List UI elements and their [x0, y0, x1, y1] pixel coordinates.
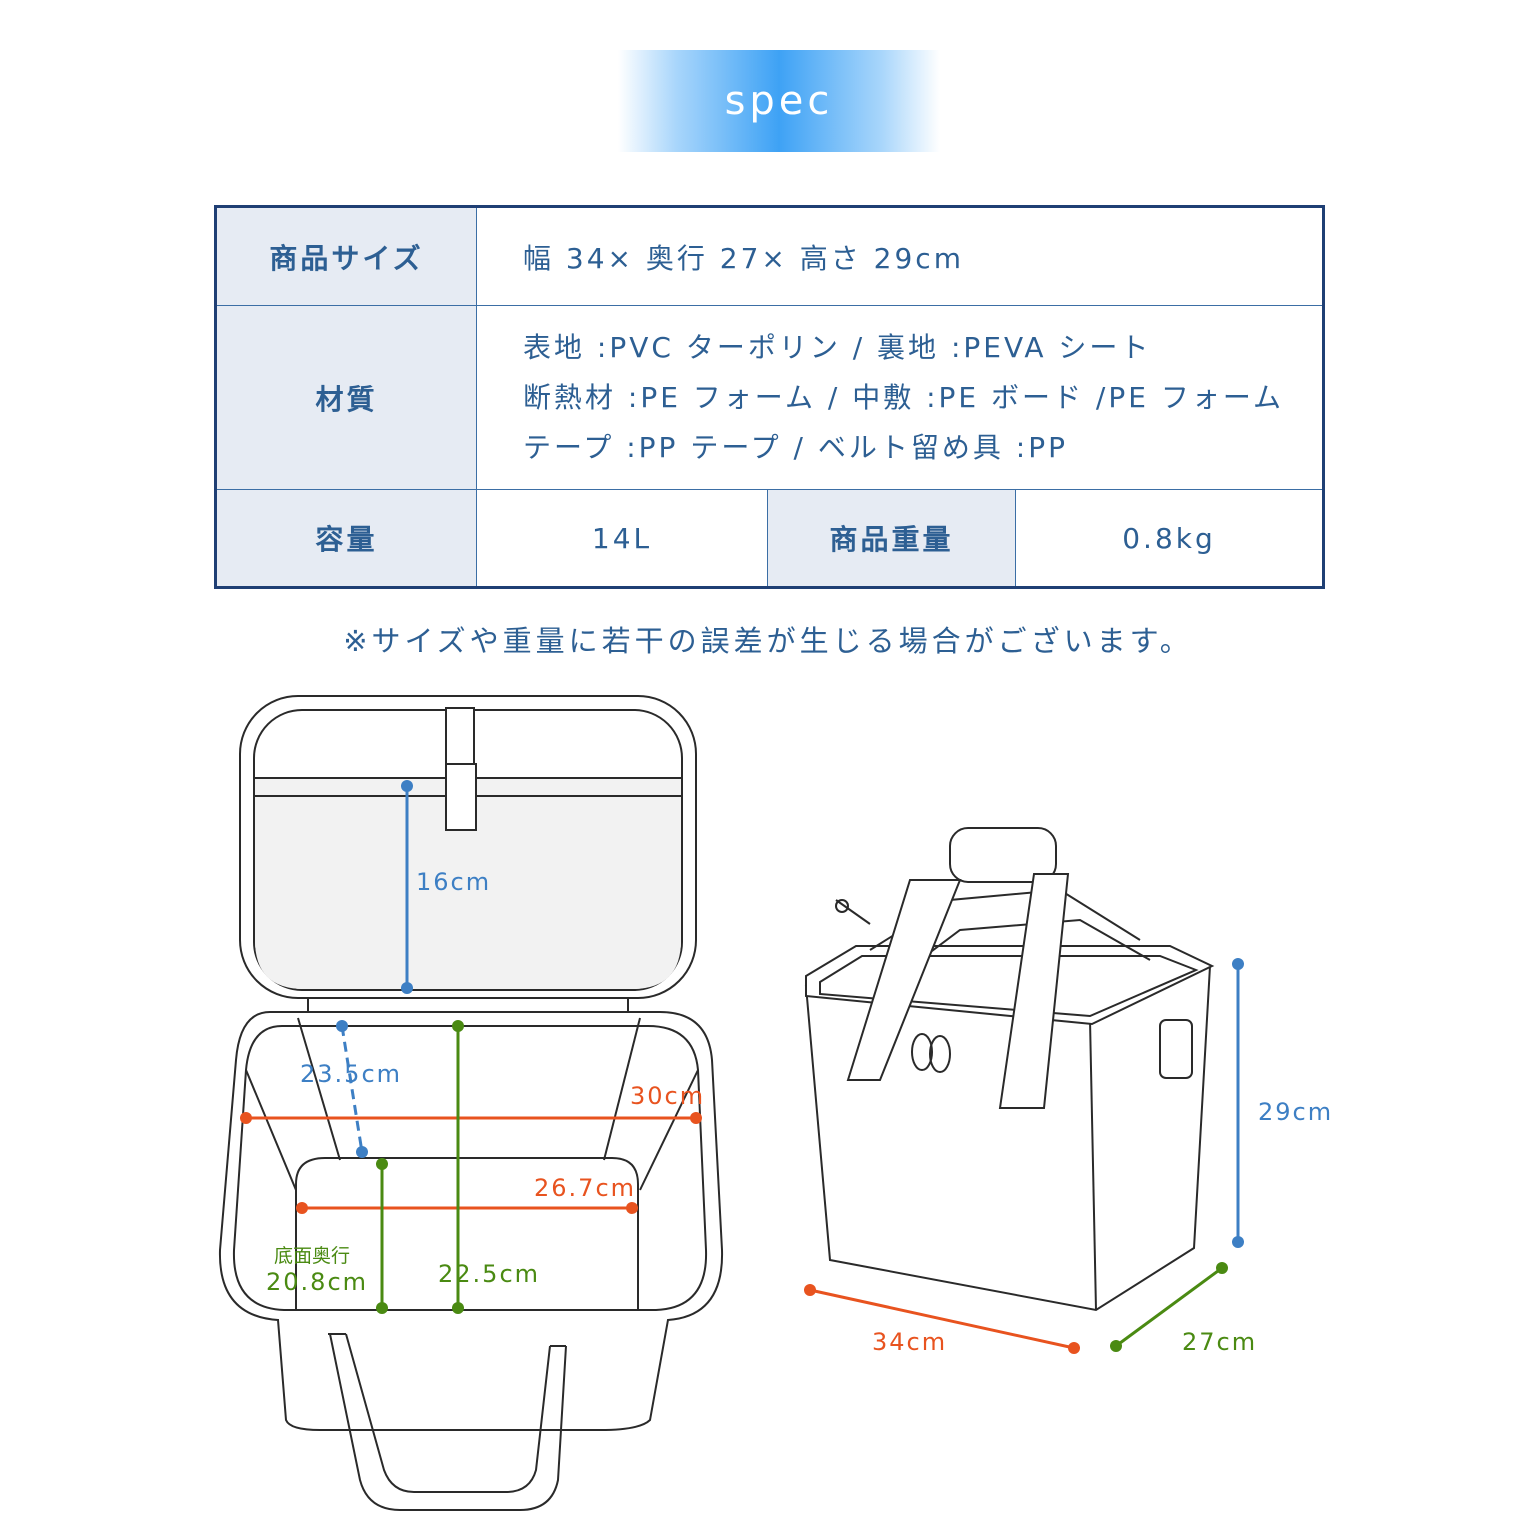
bag-inner-edge-left — [297, 1017, 341, 1161]
material-label: 材質 — [215, 305, 477, 490]
capacity-value: 14L — [476, 489, 768, 588]
dim-line-width — [809, 1288, 1075, 1350]
closed-bag-illustration — [804, 827, 1215, 1312]
spec-banner: spec — [618, 50, 940, 152]
dim-dot-top-width-end — [690, 1112, 702, 1124]
closed-bag-toggle — [835, 899, 871, 925]
label-bottom-depth-caption: 底面奥行 — [274, 1245, 350, 1267]
dim-dot-inner-height-start — [452, 1020, 464, 1032]
weight-label: 商品重量 — [767, 489, 1016, 588]
label-lid-depth: 16cm — [416, 868, 491, 896]
bag-body-inner — [232, 1025, 708, 1311]
dim-dot-top-width-start — [240, 1112, 252, 1124]
bag-lid-panel — [255, 778, 681, 989]
bag-inner-edge-right — [603, 1017, 641, 1161]
dim-dot-inner-height-end — [452, 1302, 464, 1314]
label-height: 29cm — [1258, 1098, 1333, 1126]
label-bottom-width: 26.7cm — [534, 1174, 636, 1202]
closed-bag-toggle-end — [835, 899, 849, 913]
spec-title: spec — [724, 78, 834, 124]
label-bottom-depth: 20.8cm — [266, 1268, 368, 1296]
dim-dot-width-end — [1068, 1342, 1080, 1354]
spec-table: 商品サイズ 幅 34× 奥行 27× 高さ 29cm 材質 表地 :PVC ター… — [214, 205, 1325, 589]
dim-dot-depth-end — [1216, 1262, 1228, 1274]
label-inner-height: 22.5cm — [438, 1260, 540, 1288]
disclaimer-note: ※サイズや重量に若干の誤差が生じる場合がございます。 — [343, 624, 1193, 658]
dim-dot-bottom-width-start — [296, 1202, 308, 1214]
label-top-width: 30cm — [630, 1082, 705, 1110]
material-line-2: 断熱材 :PE フォーム / 中敷 :PE ボード /PE フォーム — [523, 380, 1284, 414]
dim-dot-height-end — [1232, 1236, 1244, 1248]
weight-value: 0.8kg — [1015, 489, 1324, 588]
closed-bag-handle-right — [998, 873, 1070, 1109]
bag-corner-left — [245, 1069, 297, 1191]
material-line-3: テープ :PP テープ / ベルト留め具 :PP — [523, 430, 1068, 464]
dim-dot-inner-depth-start — [336, 1020, 348, 1032]
dim-line-inner-depth — [340, 1025, 364, 1153]
bag-floor — [295, 1157, 639, 1311]
closed-bag-handle-left — [846, 879, 962, 1081]
dim-dot-bottom-depth-start — [376, 1158, 388, 1170]
dim-dot-lid-depth-start — [401, 780, 413, 792]
dim-dot-bottom-width-end — [626, 1202, 638, 1214]
lid-buckle — [445, 763, 477, 831]
label-depth: 27cm — [1182, 1328, 1257, 1356]
dim-dot-width-start — [804, 1284, 816, 1296]
closed-bag-handle-pad — [949, 827, 1057, 883]
dim-dot-lid-depth-end — [401, 982, 413, 994]
bag-corner-right — [639, 1069, 699, 1191]
dim-line-depth — [1115, 1266, 1223, 1348]
size-value: 幅 34× 奥行 27× 高さ 29cm — [476, 206, 1324, 306]
zipper-pull-1-icon — [911, 1033, 933, 1071]
dim-dot-height-start — [1232, 958, 1244, 970]
lid-strap — [445, 707, 475, 765]
label-width: 34cm — [872, 1328, 947, 1356]
label-inner-depth: 23.5cm — [300, 1060, 402, 1088]
dim-dot-bottom-depth-end — [376, 1302, 388, 1314]
closed-bag-side-ring — [1159, 1019, 1193, 1079]
capacity-label: 容量 — [215, 489, 477, 588]
zipper-pull-2-icon — [929, 1035, 951, 1073]
closed-bag-zip — [819, 955, 1199, 1018]
dim-dot-depth-start — [1110, 1340, 1122, 1352]
material-value: 表地 :PVC ターポリン / 裏地 :PEVA シート 断熱材 :PE フォー… — [476, 305, 1324, 490]
closed-bag-front-edge — [1089, 1019, 1097, 1311]
bag-handle-front — [329, 1333, 567, 1511]
material-line-1: 表地 :PVC ターポリン / 裏地 :PEVA シート — [523, 330, 1152, 364]
bag-handle-front-inner — [345, 1333, 551, 1493]
dim-dot-inner-depth-end — [356, 1146, 368, 1158]
